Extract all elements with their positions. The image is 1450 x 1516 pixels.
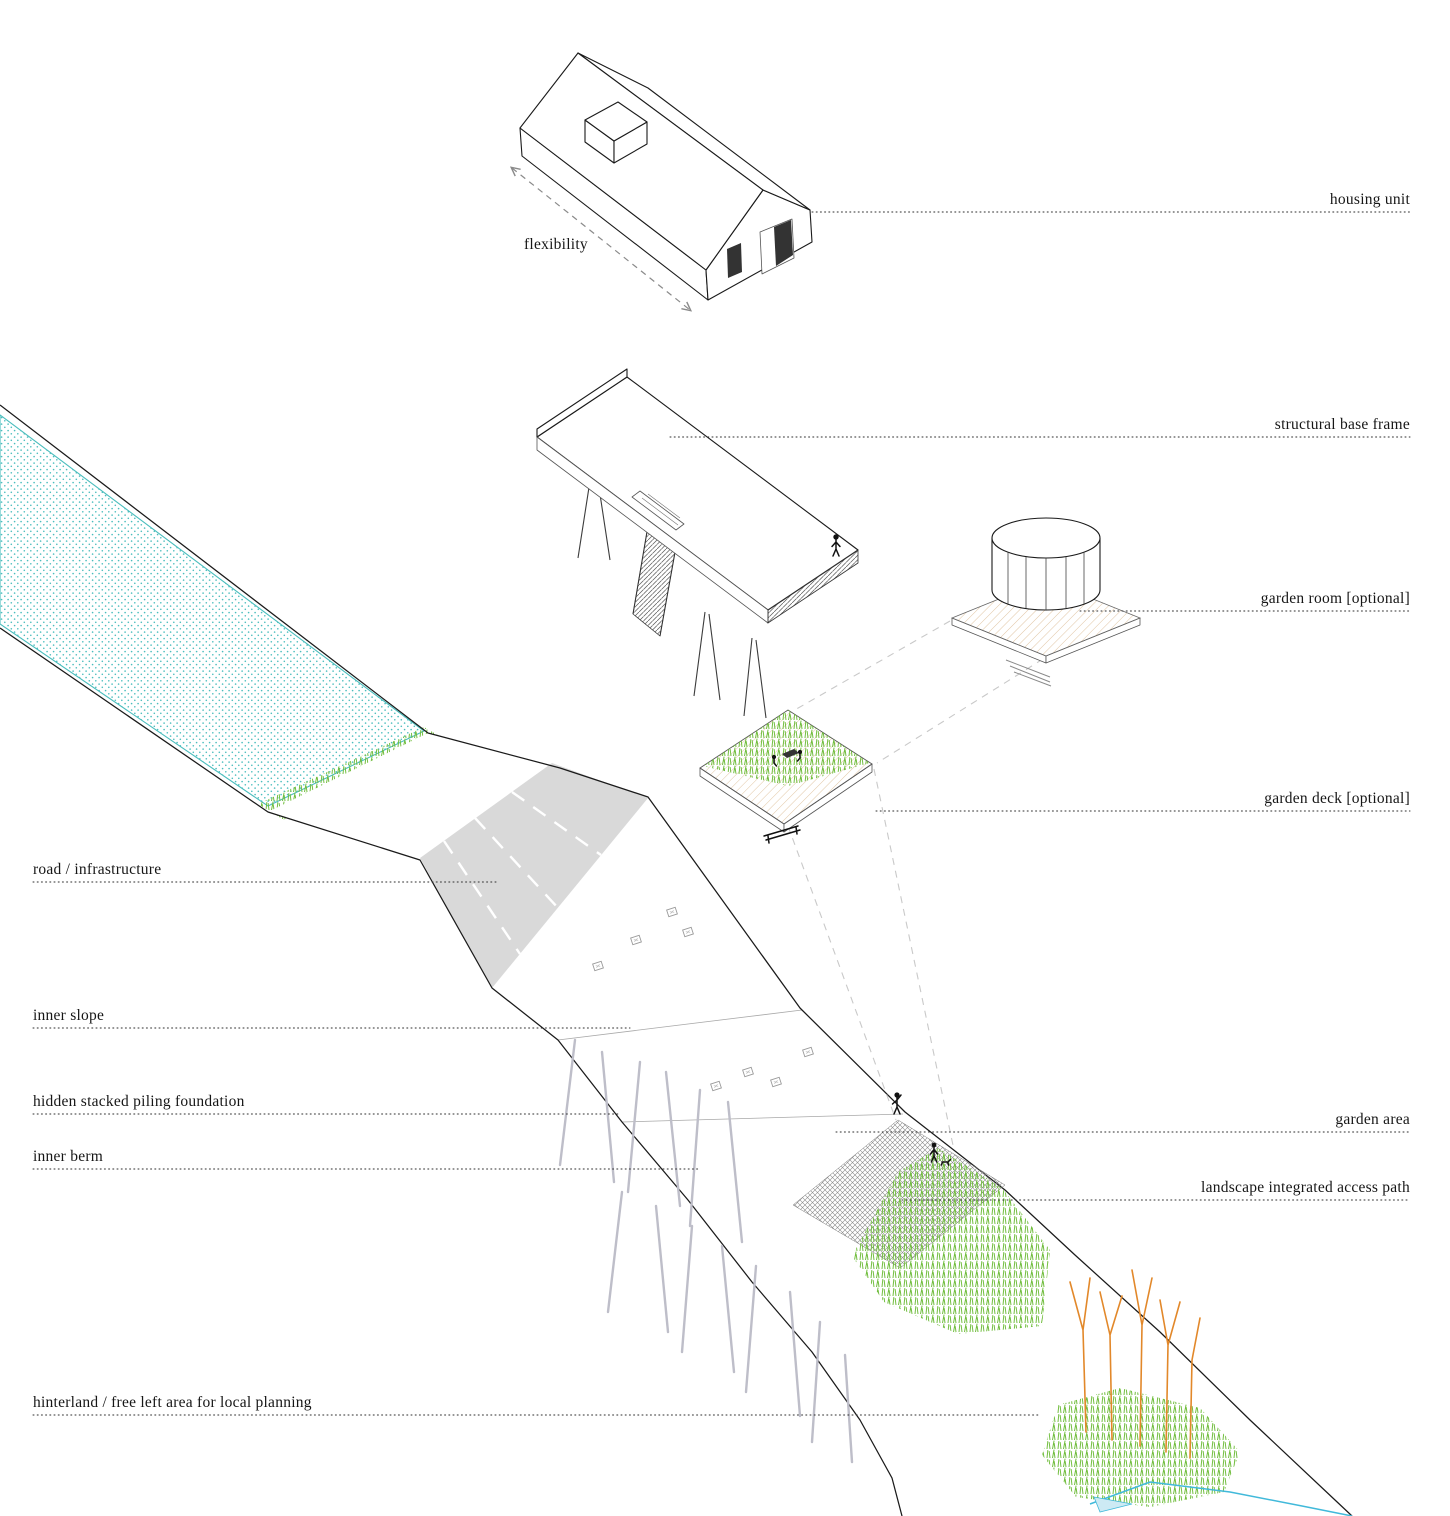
stream-line	[1089, 1481, 1353, 1516]
label-garden-deck: garden deck [optional]	[1264, 790, 1410, 807]
label-hinterland: hinterland / free left area for local pl…	[33, 1394, 312, 1411]
base-frame-object	[536, 368, 859, 719]
label-flexibility: flexibility	[524, 236, 588, 253]
orange-trees	[1069, 1269, 1201, 1459]
frame-legs	[577, 467, 767, 719]
deck-people	[771, 749, 803, 767]
room-mullions	[1007, 552, 1085, 610]
band-outline-lower	[0, 627, 903, 1516]
garden-room-object	[950, 517, 1142, 687]
water-surface	[0, 414, 426, 807]
room-steps	[1005, 659, 1052, 687]
landscape-band	[0, 404, 1353, 1516]
band-outline-upper	[0, 404, 1353, 1516]
piling-foundation	[558, 1038, 854, 1464]
gable-doors	[727, 218, 795, 278]
garden-grass	[852, 1148, 1050, 1334]
label-inner-slope: inner slope	[33, 1007, 105, 1024]
utility-markers	[592, 906, 814, 1092]
label-base-frame: structural base frame	[1274, 416, 1410, 433]
label-road: road / infrastructure	[33, 861, 162, 878]
frame-stair-opening	[631, 490, 685, 531]
person-on-frame	[831, 534, 841, 557]
placement-guides	[787, 620, 1044, 1151]
label-housing-unit: housing unit	[1329, 191, 1410, 208]
garden-deck-object	[699, 709, 873, 844]
stream-wedge	[1093, 1496, 1133, 1513]
road-lane-markings	[443, 791, 602, 955]
deck-bench	[763, 825, 801, 844]
inner-slope-line	[557, 1009, 803, 1041]
label-piling: hidden stacked piling foundation	[33, 1093, 245, 1110]
label-inner-berm: inner berm	[33, 1148, 104, 1165]
label-garden-area: garden area	[1335, 1111, 1410, 1128]
inner-berm-line	[621, 1113, 904, 1123]
housing-unit-object	[512, 52, 813, 310]
person-garden-dog	[929, 1142, 952, 1166]
label-access-path: landscape integrated access path	[1201, 1179, 1410, 1196]
roof-skylight	[584, 101, 648, 164]
deck-grass	[703, 710, 870, 786]
flexibility-arrow	[512, 168, 690, 310]
label-garden-room: garden room [optional]	[1260, 590, 1410, 607]
leader-lines	[32, 211, 1411, 1416]
person-garden-waving	[891, 1092, 902, 1115]
